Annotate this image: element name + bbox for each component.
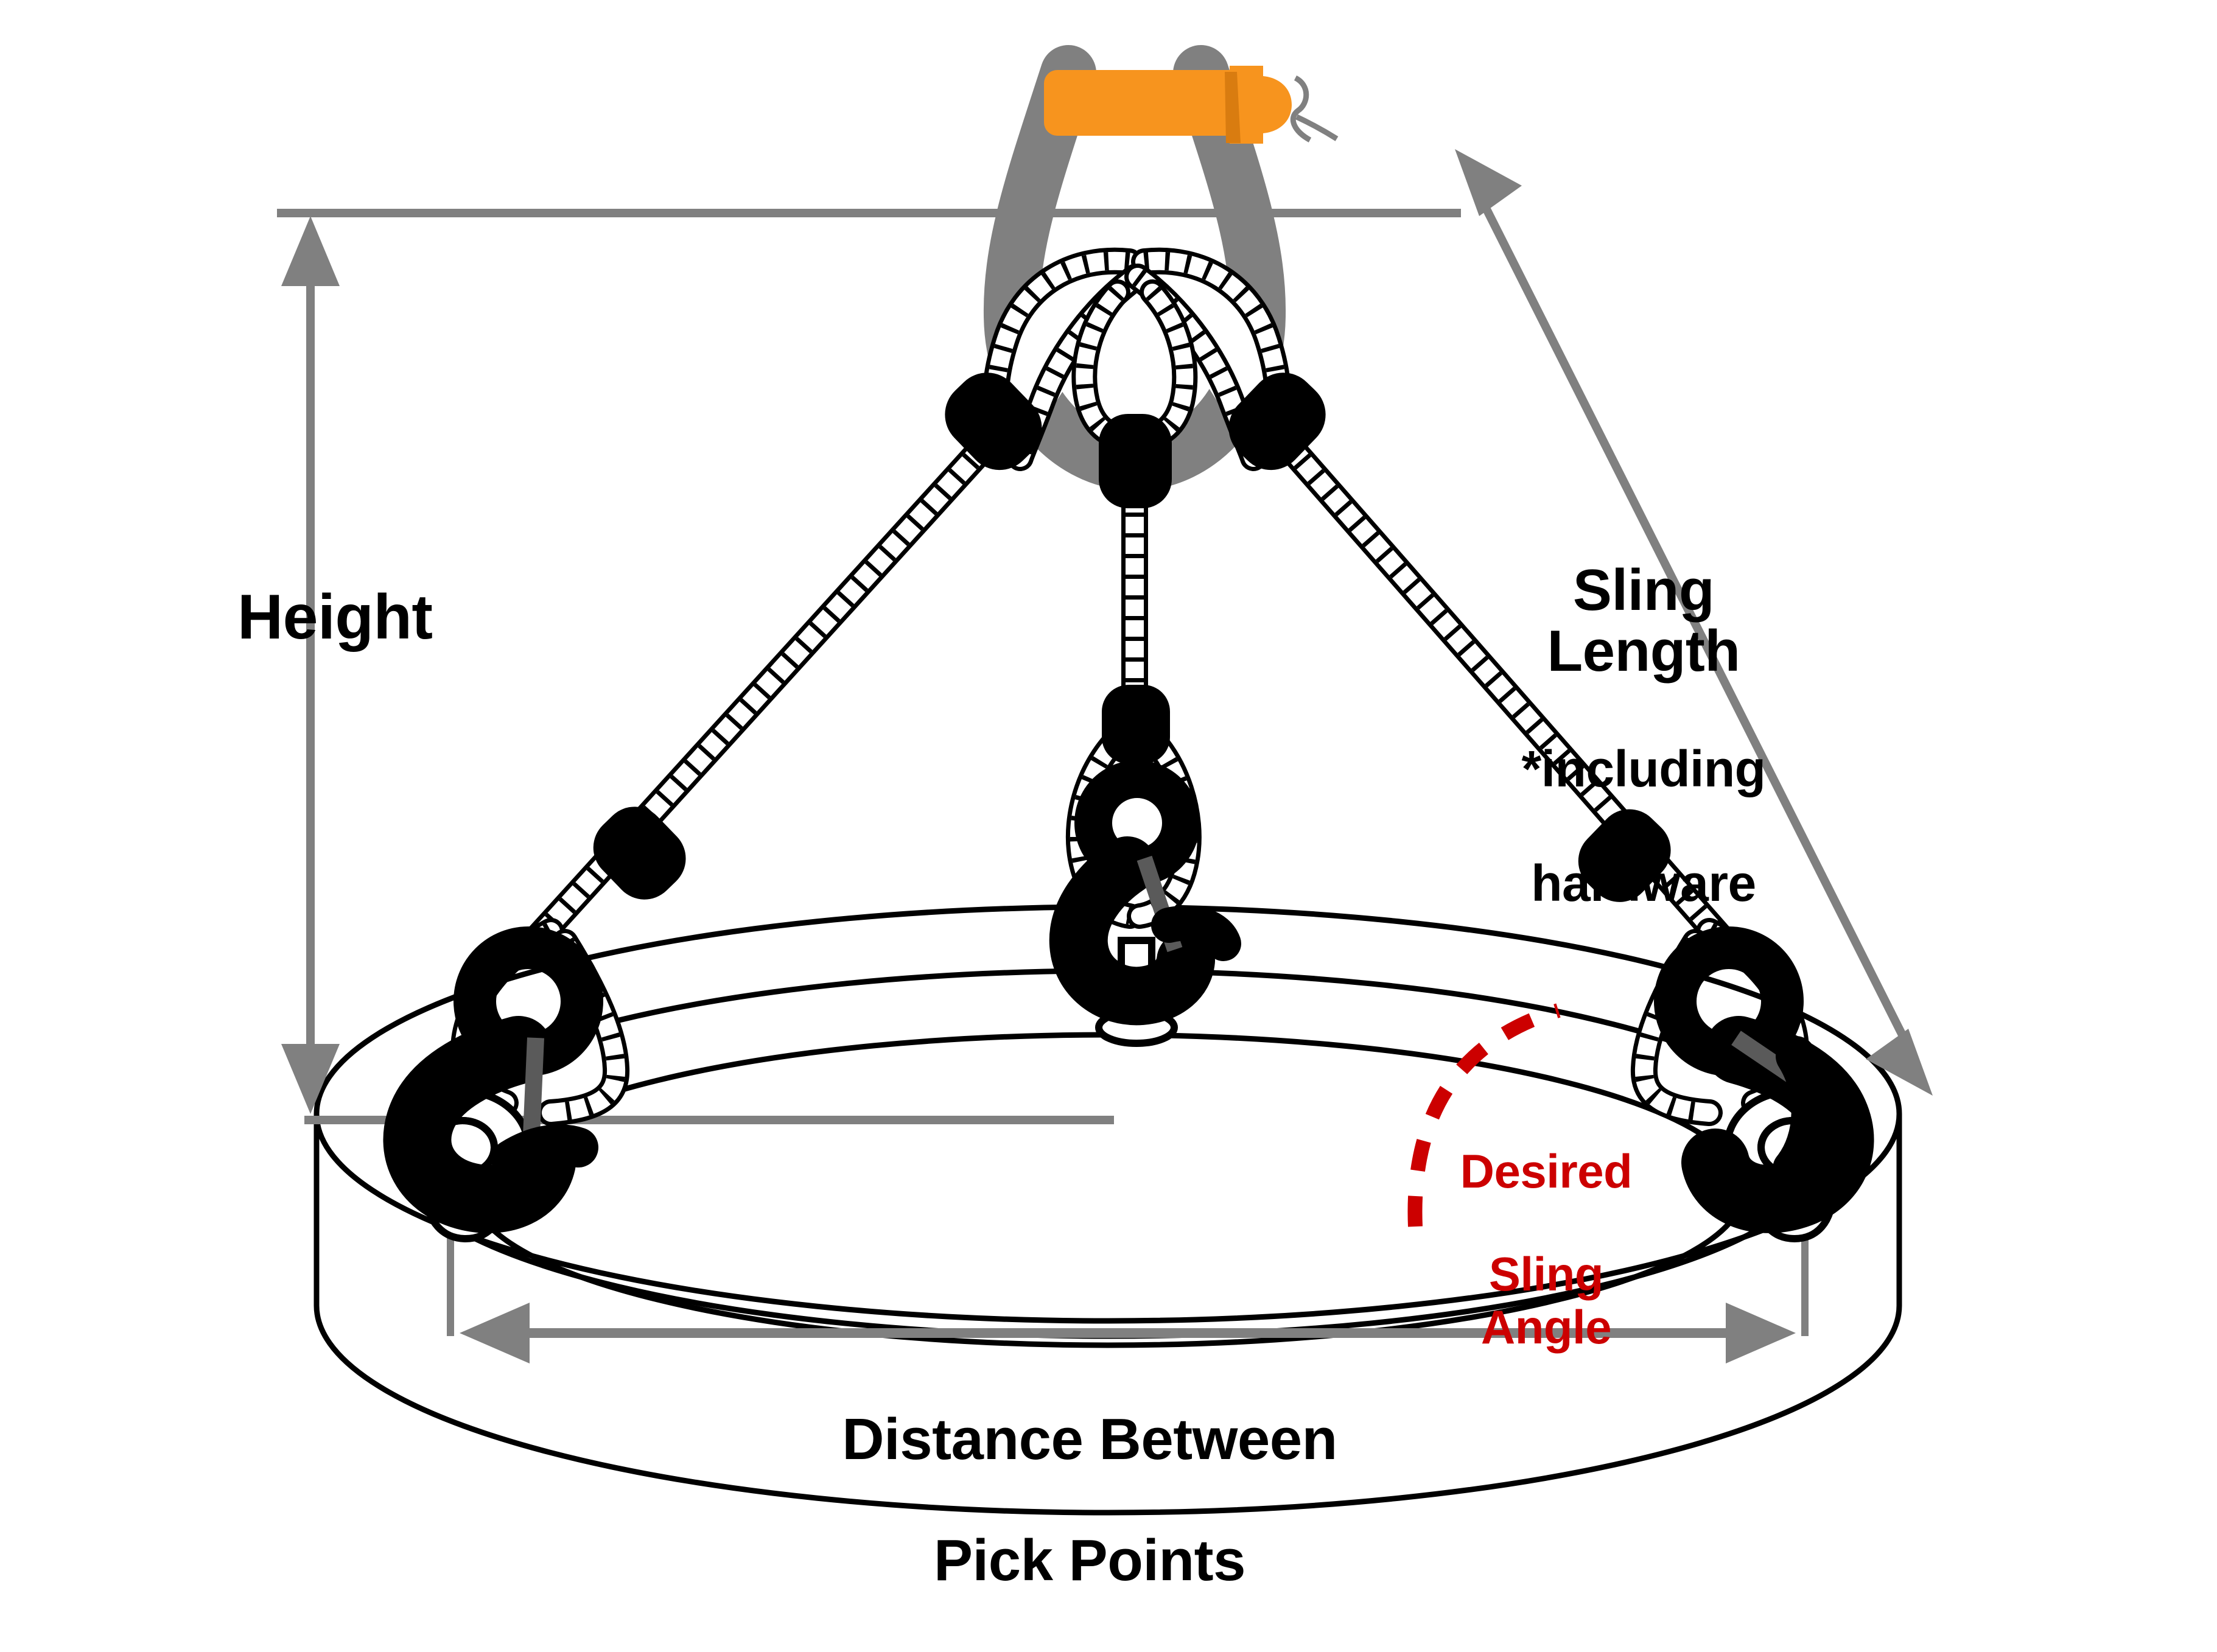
dimension-distance-pick-points: [447, 1211, 1809, 1363]
sling-length-dimension-line: [1469, 180, 1919, 1062]
hook-right-tip: [1773, 1036, 1832, 1189]
label-distance-between-pick-points: Distance Between Pick Points: [840, 1348, 1339, 1652]
hook-center-tip: [1151, 905, 1241, 961]
ferrule-upper-center: [1099, 414, 1172, 508]
diagram-canvas: Height Sling Length *including hardware …: [237, 45, 1933, 1591]
shackle-safety-wire-tail: [1295, 114, 1339, 141]
hook-left: [383, 926, 603, 1233]
label-angle-line-2: Sling Angle: [1480, 1247, 1612, 1354]
label-sling-length-note-2: hardware: [1531, 855, 1756, 912]
label-distance-line-2: Pick Points: [934, 1528, 1246, 1594]
label-angle-line-1: Desired: [1460, 1144, 1633, 1199]
sling-diagram-svg: [277, 45, 1933, 1516]
height-arrow-down: [281, 1044, 340, 1114]
swage-ferrules: [593, 373, 1671, 902]
height-arrow-up: [281, 216, 340, 286]
ferrule-upper-left: [945, 373, 1042, 471]
ferrule-upper-right: [1228, 373, 1326, 471]
ferrule-center-lower: [1102, 685, 1170, 764]
hook-left-body: [383, 1016, 576, 1233]
sling-length-arrow-up: [1455, 149, 1522, 216]
hook-left-tip: [491, 1124, 598, 1180]
desired-sling-angle-arc: [1407, 1003, 1561, 1227]
hook-center-body: [1049, 836, 1215, 1026]
distance-arrow-right: [1726, 1303, 1796, 1363]
hook-center: [1049, 760, 1241, 1026]
shackle-pin-head: [1230, 66, 1292, 144]
ferrule-lower-left: [593, 807, 686, 900]
label-sling-length: Sling Length *including hardware: [1473, 499, 1814, 971]
hook-right: [1654, 926, 1874, 1233]
pick-point-overlays: [427, 1117, 1828, 1178]
label-distance-line-1: Distance Between: [842, 1406, 1337, 1472]
distance-arrow-left: [460, 1303, 530, 1363]
label-desired-sling-angle: Desired Sling Angle: [1424, 1096, 1668, 1403]
label-sling-length-note-1: *including: [1521, 740, 1766, 798]
shackle-pin-body: [1044, 70, 1245, 136]
label-sling-length-title: Sling Length: [1547, 557, 1740, 684]
shackle-pin-shadow: [1225, 72, 1241, 143]
label-height: Height: [237, 582, 433, 653]
shackle-safety-wire: [1290, 75, 1312, 142]
ferrule-lower-right: [1578, 809, 1671, 902]
sling-length-arrow-down: [1866, 1029, 1933, 1096]
dimension-sling-length: [1455, 149, 1933, 1096]
